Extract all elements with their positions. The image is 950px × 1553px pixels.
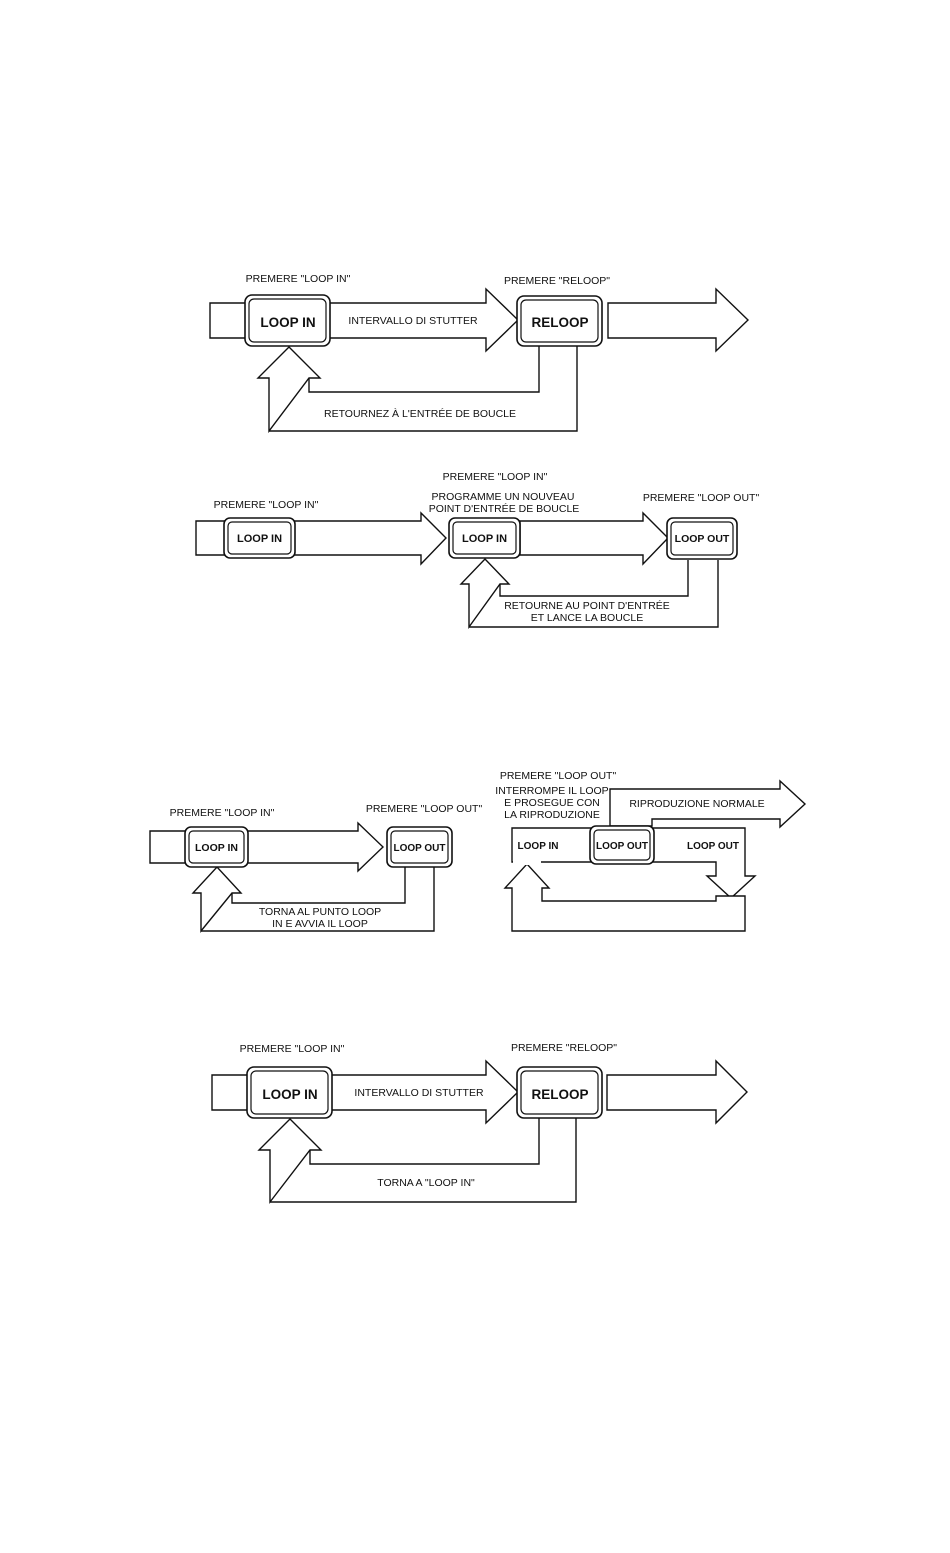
return-label: ET LANCE LA BOUCLE xyxy=(531,612,643,624)
loop-out-label: LOOP OUT xyxy=(596,841,648,852)
stop-loop-label: E PROSEGUE CON xyxy=(504,797,600,809)
return-line-inner xyxy=(308,344,540,393)
return-label: RETOURNE AU POINT D'ENTRÉE xyxy=(504,599,670,612)
loop-out-label: LOOP OUT xyxy=(393,843,445,854)
loop-in-button[interactable]: LOOP IN xyxy=(184,826,249,868)
diagram-2: LOOP IN LOOP IN LOOP OUT PREMERE "LOOP I… xyxy=(195,471,760,630)
press-loop-out-label: PREMERE "LOOP OUT" xyxy=(366,803,483,815)
reloop-button[interactable]: RELOOP xyxy=(516,295,603,347)
stop-loop-label: LA RIPRODUZIONE xyxy=(504,809,600,821)
return-label: RETOURNEZ À L'ENTRÉE DE BOUCLE xyxy=(324,407,516,420)
diagram-3: LOOP IN LOOP OUT PREMERE "LOOP IN" PREME… xyxy=(149,803,483,933)
return-arrow-up xyxy=(459,557,511,630)
loop-in-button[interactable]: LOOP IN xyxy=(223,517,296,559)
loop-in-label: LOOP IN xyxy=(237,533,282,545)
diagram-4: LOOP OUT LOOP IN LOOP OUT PREMERE "LOOP … xyxy=(495,770,807,932)
flow-arrow xyxy=(606,1059,748,1125)
loop-in-text: LOOP IN xyxy=(518,841,559,852)
press-loop-out-label: PREMERE "LOOP OUT" xyxy=(500,770,617,782)
return-line-inner xyxy=(309,1116,540,1165)
press-reloop-label: PREMERE "RELOOP" xyxy=(504,275,610,287)
loop-out-button[interactable]: LOOP OUT xyxy=(589,825,655,865)
stop-loop-label: INTERROMPE IL LOOP xyxy=(495,785,608,797)
loop-in-button-new[interactable]: LOOP IN xyxy=(448,517,521,559)
loop-out-button[interactable]: LOOP OUT xyxy=(386,826,453,868)
press-loop-in-label: PREMERE "LOOP IN" xyxy=(214,499,319,511)
return-arrow-up xyxy=(503,862,746,932)
stutter-interval-label: INTERVALLO DI STUTTER xyxy=(354,1087,484,1099)
diagram-1: LOOP IN RELOOP PREMERE "LOOP IN" PREMERE… xyxy=(209,273,750,434)
press-loop-in-label: PREMERE "LOOP IN" xyxy=(240,1043,345,1055)
return-arrow-up xyxy=(257,1118,323,1205)
return-label: IN E AVVIA IL LOOP xyxy=(272,918,368,930)
new-entry-point-label: PROGRAMME UN NOUVEAU xyxy=(432,491,575,503)
loop-in-label: LOOP IN xyxy=(260,315,315,330)
new-entry-point-label: POINT D'ENTRÉE DE BOUCLE xyxy=(429,502,580,515)
loop-in-label: LOOP IN xyxy=(462,533,507,545)
loop-out-button[interactable]: LOOP OUT xyxy=(666,517,738,560)
press-loop-in-label: PREMERE "LOOP IN" xyxy=(443,471,548,483)
diagram-5: LOOP IN RELOOP PREMERE "LOOP IN" PREMERE… xyxy=(211,1042,748,1205)
press-loop-out-label: PREMERE "LOOP OUT" xyxy=(643,492,760,504)
stutter-interval-label: INTERVALLO DI STUTTER xyxy=(348,315,478,327)
return-line-outer xyxy=(270,1116,577,1203)
return-line-outer xyxy=(469,560,719,628)
reloop-label: RELOOP xyxy=(531,315,588,330)
loop-in-label: LOOP IN xyxy=(262,1087,317,1102)
return-label: TORNA A "LOOP IN" xyxy=(377,1177,475,1189)
flow-arrow xyxy=(607,287,750,353)
loop-out-text: LOOP OUT xyxy=(687,841,739,852)
loop-in-button[interactable]: LOOP IN xyxy=(244,294,331,347)
flow-arrow xyxy=(519,511,669,566)
reloop-button[interactable]: RELOOP xyxy=(516,1066,603,1119)
normal-playback-label: RIPRODUZIONE NORMALE xyxy=(629,798,764,810)
reloop-label: RELOOP xyxy=(531,1087,588,1102)
normal-playback-arrow xyxy=(609,779,807,829)
press-loop-in-label: PREMERE "LOOP IN" xyxy=(170,807,275,819)
loop-out-label: LOOP OUT xyxy=(675,533,730,545)
return-line-outer xyxy=(269,344,578,432)
return-line-outer xyxy=(201,866,435,932)
loop-in-label: LOOP IN xyxy=(195,842,238,854)
return-label: TORNA AL PUNTO LOOP xyxy=(259,906,381,918)
return-arrow-up xyxy=(256,346,322,434)
loop-in-button[interactable]: LOOP IN xyxy=(246,1066,333,1119)
return-arrow-up xyxy=(191,865,243,933)
return-line-inner xyxy=(231,866,406,904)
press-loop-in-label: PREMERE "LOOP IN" xyxy=(246,273,351,285)
press-reloop-label: PREMERE "RELOOP" xyxy=(511,1042,617,1054)
return-line-inner xyxy=(499,560,689,597)
